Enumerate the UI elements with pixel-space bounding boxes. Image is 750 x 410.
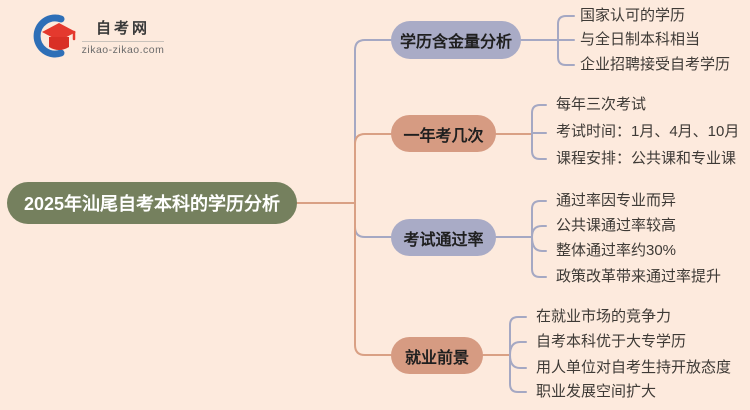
leaf-item: 考试时间：1月、4月、10月 xyxy=(556,123,740,140)
branch-node-job-prospects: 就业前景 xyxy=(391,337,483,374)
leaf-item: 通过率因专业而异 xyxy=(556,192,677,209)
branch-node-pass-rate: 考试通过率 xyxy=(391,219,496,256)
leaf-item: 职业发展空间扩大 xyxy=(536,383,657,400)
site-url: zikao-zikao.com xyxy=(81,43,165,56)
site-name: 自考网 xyxy=(95,19,150,37)
leaf-item: 自考本科优于大专学历 xyxy=(536,333,687,350)
leaf-item: 在就业市场的竞争力 xyxy=(536,308,672,325)
site-logo: 自考网 zikao-zikao.com xyxy=(30,12,166,60)
leaf-item: 课程安排：公共课和专业课 xyxy=(556,150,737,167)
leaf-item: 每年三次考试 xyxy=(556,96,647,113)
leaf-item: 用人单位对自考生持开放态度 xyxy=(536,359,732,376)
leaf-item: 整体通过率约30% xyxy=(556,242,677,259)
leaf-item: 企业招聘接受自考学历 xyxy=(580,56,731,73)
branch-node-education-value: 学历含金量分析 xyxy=(391,21,521,59)
logo-divider xyxy=(82,40,164,42)
leaf-item: 与全日制本科相当 xyxy=(580,31,701,48)
leaf-item: 公共课通过率较高 xyxy=(556,217,677,234)
branch-node-exams-per-year: 一年考几次 xyxy=(391,115,496,152)
leaf-item: 政策改革带来通过率提升 xyxy=(556,268,722,285)
graduation-cap-icon xyxy=(33,14,76,58)
site-logo-text: 自考网 zikao-zikao.com xyxy=(80,17,166,56)
root-topic-node: 2025年汕尾自考本科的学历分析 xyxy=(7,182,297,224)
leaf-item: 国家认可的学历 xyxy=(580,7,686,24)
